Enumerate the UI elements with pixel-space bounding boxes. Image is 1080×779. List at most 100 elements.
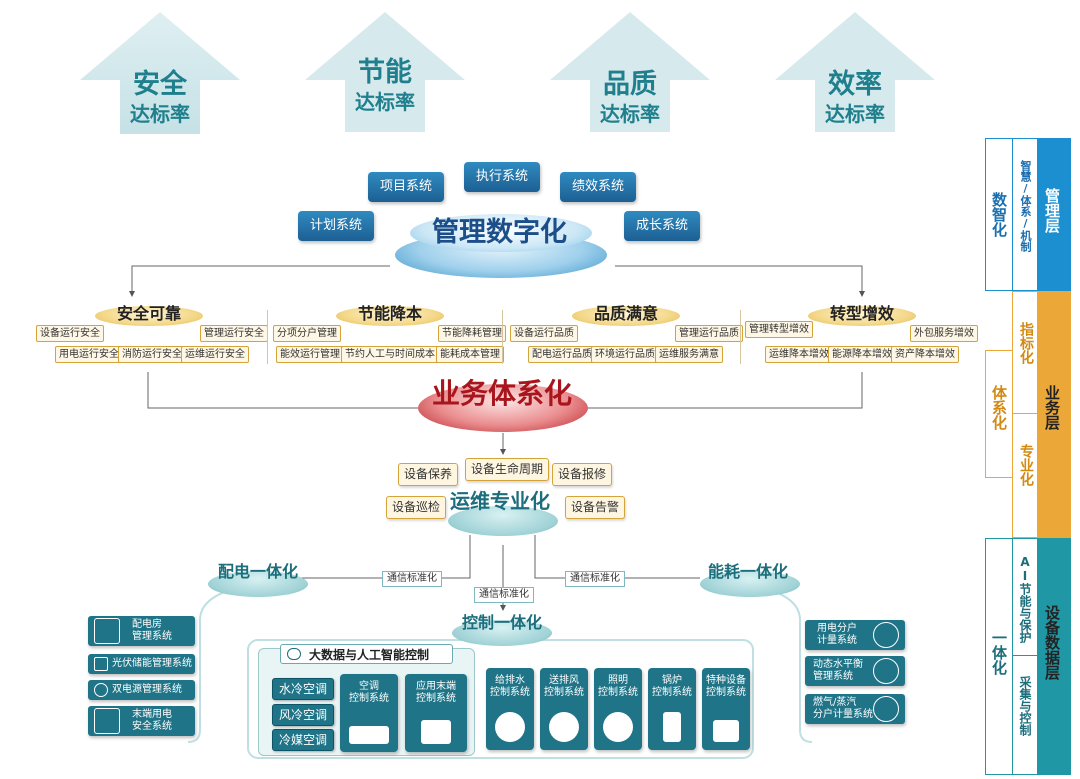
ops-tag: 设备告警 [565, 496, 626, 519]
gauge-icon [873, 658, 899, 684]
up-arrow-icon [775, 12, 935, 132]
power-integration-title: 配电一体化 [218, 562, 299, 581]
tag: 能耗成本管理 [436, 346, 504, 363]
system-label: 控制系统 [490, 687, 530, 698]
ac-control-system[interactable]: 空调 控制系统 [340, 674, 398, 752]
system-label: 控制系统 [544, 687, 584, 698]
col3-label: 专业化 [1018, 444, 1034, 486]
group-title-transformation: 转型增效 [829, 304, 894, 323]
system-label: 控制系统 [598, 687, 638, 698]
arrow-subtitle: 达标率 [825, 102, 885, 126]
col3-box-pro [1012, 414, 1037, 538]
battery-icon [94, 657, 108, 671]
system-label: 控制系统 [652, 687, 692, 698]
arrow-safety: 安全 达标率 [80, 12, 240, 148]
layer-band-business [1037, 291, 1071, 538]
tag: 分项分户管理 [273, 325, 341, 342]
system-label: 光伏储能管理系统 [112, 658, 192, 669]
group-title-quality: 品质满意 [593, 304, 658, 323]
system-label: 送排风 [549, 675, 579, 686]
lightning-icon [873, 622, 899, 648]
layer-band-management [1037, 138, 1071, 291]
gas-steam-metering-system[interactable]: 燃气/蒸汽 分户计量系统 [805, 694, 905, 724]
system-label: 双电源管理系统 [112, 684, 182, 695]
col3-label: 采集与控制 [1018, 676, 1032, 736]
air-conditioner-icon [349, 726, 389, 744]
power-integration-disc [208, 571, 308, 597]
system-label: 给排水 [495, 675, 525, 686]
arrow-quality: 品质 达标率 [550, 12, 710, 148]
terminal-power-safety-system[interactable]: 末端用电 安全系统 [88, 706, 195, 736]
power-room-system[interactable]: 配电房 管理系统 [88, 616, 195, 646]
arrow-subtitle: 达标率 [355, 90, 415, 114]
house-icon [94, 618, 120, 644]
col3-label: 指标化 [1018, 322, 1034, 364]
col3-label: 智慧/体系/机制 [1019, 160, 1032, 252]
system-label: 应用末端 [416, 681, 456, 692]
performance-system-button[interactable]: 绩效系统 [560, 172, 637, 202]
layer-label-business: 业务层 [1043, 385, 1061, 430]
tag: 节能降耗管理 [438, 325, 506, 342]
group-title-safety: 安全可靠 [116, 304, 181, 323]
refrigerant-ac-button[interactable]: 冷媒空调 [272, 729, 334, 751]
system-label: 管理系统 [132, 631, 172, 642]
system-label: 配电房 [132, 619, 162, 630]
col2-label: 数智化 [990, 192, 1008, 237]
pv-storage-system[interactable]: 光伏储能管理系统 [88, 654, 195, 674]
growth-system-button[interactable]: 成长系统 [624, 211, 701, 241]
control-integration-disc [452, 620, 552, 646]
water-supply-control-system[interactable]: 给排水 控制系统 [486, 668, 534, 750]
business-title: 业务体系化 [432, 377, 573, 410]
execution-system-button[interactable]: 执行系统 [464, 162, 541, 192]
quality-disc [572, 306, 680, 326]
lighting-control-system[interactable]: 照明 控制系统 [594, 668, 642, 750]
terminal-control-system[interactable]: 应用末端 控制系统 [405, 674, 467, 752]
plan-system-button[interactable]: 计划系统 [298, 211, 375, 241]
metering-system[interactable]: 用电分户 计量系统 [805, 620, 905, 650]
arrow-title: 效率 [828, 69, 882, 100]
tag: 配电运行品质 [528, 346, 596, 363]
water-balance-system[interactable]: 动态水平衡 管理系统 [805, 656, 905, 686]
light-bulb-icon [603, 712, 633, 742]
col3-box-ai [1012, 538, 1037, 656]
system-label: 用电分户 [817, 623, 857, 634]
management-title: 管理数字化 [432, 217, 567, 248]
business-base-disc [418, 384, 588, 432]
col3-box-mgmt [1012, 138, 1037, 291]
tag: 能效运行管理 [276, 346, 344, 363]
project-system-button[interactable]: 项目系统 [368, 172, 445, 202]
boiler-icon [663, 712, 681, 742]
arrow-title: 安全 [133, 69, 187, 100]
dual-power-system[interactable]: 双电源管理系统 [88, 680, 195, 700]
ops-tag: 设备生命周期 [465, 458, 550, 481]
tag: 用电运行安全 [55, 346, 123, 363]
system-label: 燃气/蒸汽 [813, 697, 857, 708]
tag: 消防运行安全 [118, 346, 186, 363]
col2-box-device [985, 538, 1012, 775]
divider [740, 310, 741, 364]
tag: 管理转型增效 [745, 321, 813, 338]
divider [267, 310, 268, 364]
ai-control-title: 大数据与人工智能控制 [309, 648, 430, 662]
ventilation-control-system[interactable]: 送排风 控制系统 [540, 668, 588, 750]
layer-band-device [1037, 538, 1071, 775]
arrow-energy: 节能 达标率 [305, 12, 465, 148]
equipment-icon [713, 720, 739, 742]
ai-control-header: 大数据与人工智能控制 [280, 644, 453, 664]
group-title-energy: 节能降本 [357, 304, 422, 323]
arrow-title: 节能 [358, 57, 412, 88]
system-label: 特种设备 [706, 675, 746, 686]
tag: 运维降本增效 [765, 346, 833, 363]
system-label: 控制系统 [349, 693, 389, 704]
up-arrow-icon [305, 12, 465, 132]
special-equipment-control-system[interactable]: 特种设备 控制系统 [702, 668, 750, 750]
col3-box-collect [1012, 656, 1037, 775]
boiler-control-system[interactable]: 锅炉 控制系统 [648, 668, 696, 750]
management-top-disc [410, 214, 592, 252]
system-label: 控制系统 [706, 687, 746, 698]
fan-icon [549, 712, 579, 742]
col2-label: 体系化 [990, 385, 1008, 430]
up-arrow-icon [550, 12, 710, 132]
water-cooled-ac-button[interactable]: 水冷空调 [272, 678, 334, 700]
air-cooled-ac-button[interactable]: 风冷空调 [272, 704, 334, 726]
